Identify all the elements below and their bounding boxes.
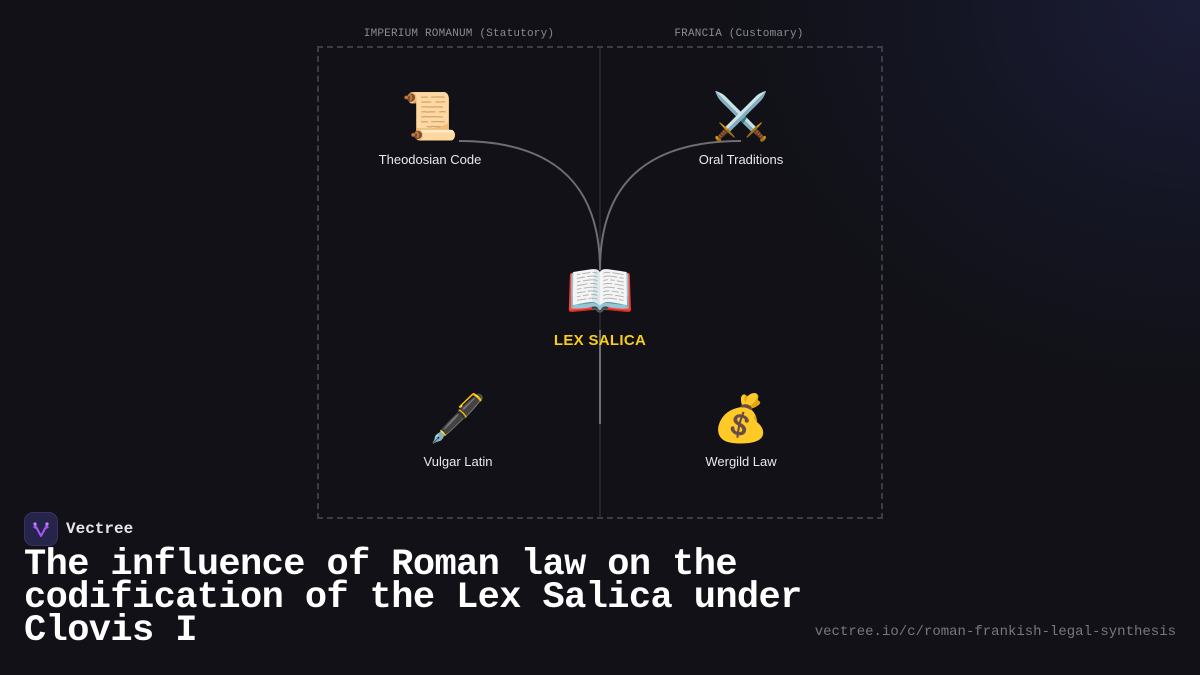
crossed-swords-icon: ⚔️ bbox=[712, 90, 770, 142]
node-label: LEX SALICA bbox=[553, 332, 647, 349]
node-lex-salica[interactable]: 📖 LEX SALICA bbox=[553, 259, 647, 350]
fountain-pen-icon: 🖋️ bbox=[429, 392, 487, 444]
open-book-icon: 📖 bbox=[565, 259, 635, 322]
brand-name: Vectree bbox=[66, 520, 134, 538]
edge-oral-to-lex bbox=[599, 140, 742, 271]
node-wergild-law[interactable]: 💰 Wergild Law bbox=[705, 390, 776, 469]
node-label: Vulgar Latin bbox=[423, 454, 493, 469]
node-label: Wergild Law bbox=[705, 454, 777, 469]
node-theodosian-code[interactable]: 📜 Theodosian Code bbox=[379, 88, 482, 167]
zone-label-francia: FRANCIA (Customary) bbox=[674, 28, 804, 40]
vectree-logo-icon bbox=[24, 512, 58, 546]
edge-theodosian-to-lex bbox=[458, 140, 601, 271]
page-title: The influence of Roman law on the codifi… bbox=[24, 544, 802, 652]
source-url[interactable]: vectree.io/c/roman-frankish-legal-synthe… bbox=[814, 624, 1176, 640]
zone-label-roman: IMPERIUM ROMANUM (Statutory) bbox=[363, 28, 555, 40]
node-label: Oral Traditions bbox=[698, 152, 784, 167]
zone-divider bbox=[599, 48, 601, 517]
money-bag-icon: 💰 bbox=[712, 392, 770, 444]
node-vulgar-latin[interactable]: 🖋️ Vulgar Latin bbox=[424, 390, 493, 469]
node-label: Theodosian Code bbox=[378, 152, 482, 167]
brand[interactable]: Vectree bbox=[24, 512, 133, 546]
node-oral-traditions[interactable]: ⚔️ Oral Traditions bbox=[699, 88, 784, 167]
scroll-icon: 📜 bbox=[401, 90, 459, 142]
diagram-frame bbox=[317, 46, 883, 519]
